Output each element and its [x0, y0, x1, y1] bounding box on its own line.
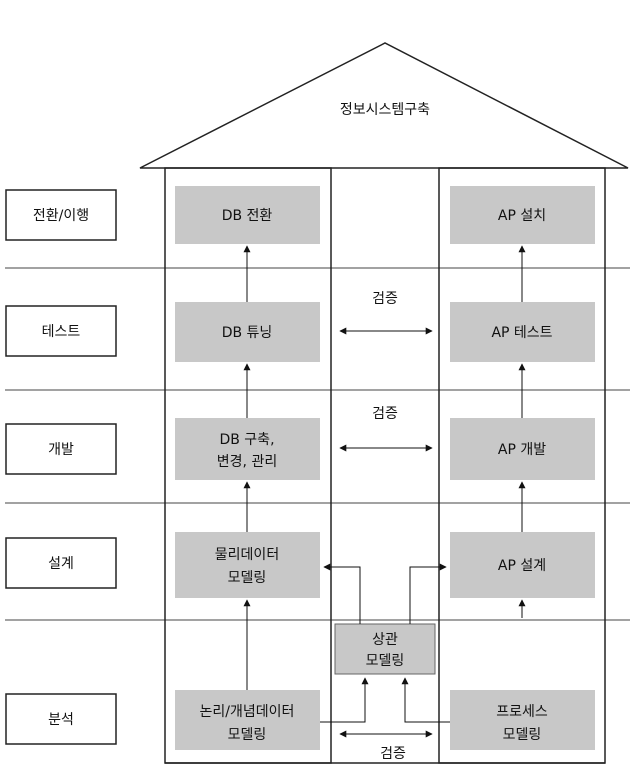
arrow-correlation-to-ap-design [409, 563, 447, 624]
physical-modeling-box [175, 532, 320, 598]
phase-box-test [5, 305, 117, 357]
ap-design-box [450, 532, 595, 598]
process-modeling-label-1: 프로세스 [496, 704, 548, 720]
db-tuning-box [175, 302, 320, 362]
db-build-box [175, 418, 320, 480]
phase-box-transition [5, 189, 117, 241]
db-conversion-box [175, 186, 320, 244]
physical-modeling-label-2: 모델링 [228, 570, 267, 586]
ap-test-label: AP 테스트 [491, 325, 552, 341]
process-modeling-label-2: 모델링 [503, 727, 542, 743]
phase-label-transition: 전환/이행 [33, 208, 89, 224]
correlation-modeling-label-1: 상관 [372, 632, 398, 648]
arrow-correlation-to-physical [323, 563, 361, 624]
verify-label-test: 검증 [372, 291, 398, 307]
phase-box-design [5, 537, 117, 589]
correlation-modeling-label-2: 모델링 [366, 653, 405, 669]
ap-install-box [450, 186, 595, 244]
ap-test-box [450, 302, 595, 362]
phase-label-analysis: 분석 [48, 712, 74, 728]
db-build-label-2: 변경, 관리 [217, 454, 277, 470]
logical-modeling-box [175, 690, 320, 750]
roof [139, 42, 629, 169]
logical-modeling-label-1: 논리/개념데이터 [200, 704, 295, 720]
correlation-modeling-box [334, 623, 436, 675]
phase-box-analysis [5, 693, 117, 745]
phase-box-development [5, 423, 117, 475]
arrow-logical-to-correlation [320, 677, 369, 723]
house-title: 정보시스템구축 [340, 102, 430, 118]
phase-label-development: 개발 [48, 442, 74, 458]
ap-install-label: AP 설치 [498, 208, 546, 224]
ap-dev-box [450, 418, 595, 480]
process-modeling-box [450, 690, 595, 750]
verify-label-analysis: 검증 [380, 746, 406, 762]
db-conversion-label: DB 전환 [222, 208, 273, 224]
physical-modeling-label-1: 물리데이터 [215, 547, 279, 563]
phase-label-design: 설계 [48, 556, 74, 572]
ap-dev-label: AP 개발 [498, 442, 546, 458]
verify-label-development: 검증 [372, 406, 398, 422]
ap-design-label: AP 설계 [498, 558, 546, 574]
logical-modeling-label-2: 모델링 [228, 727, 267, 743]
phase-label-test: 테스트 [42, 324, 81, 340]
arrow-process-to-correlation [401, 677, 450, 723]
db-build-label-1: DB 구축, [219, 432, 274, 448]
db-tuning-label: DB 튜닝 [222, 325, 273, 341]
